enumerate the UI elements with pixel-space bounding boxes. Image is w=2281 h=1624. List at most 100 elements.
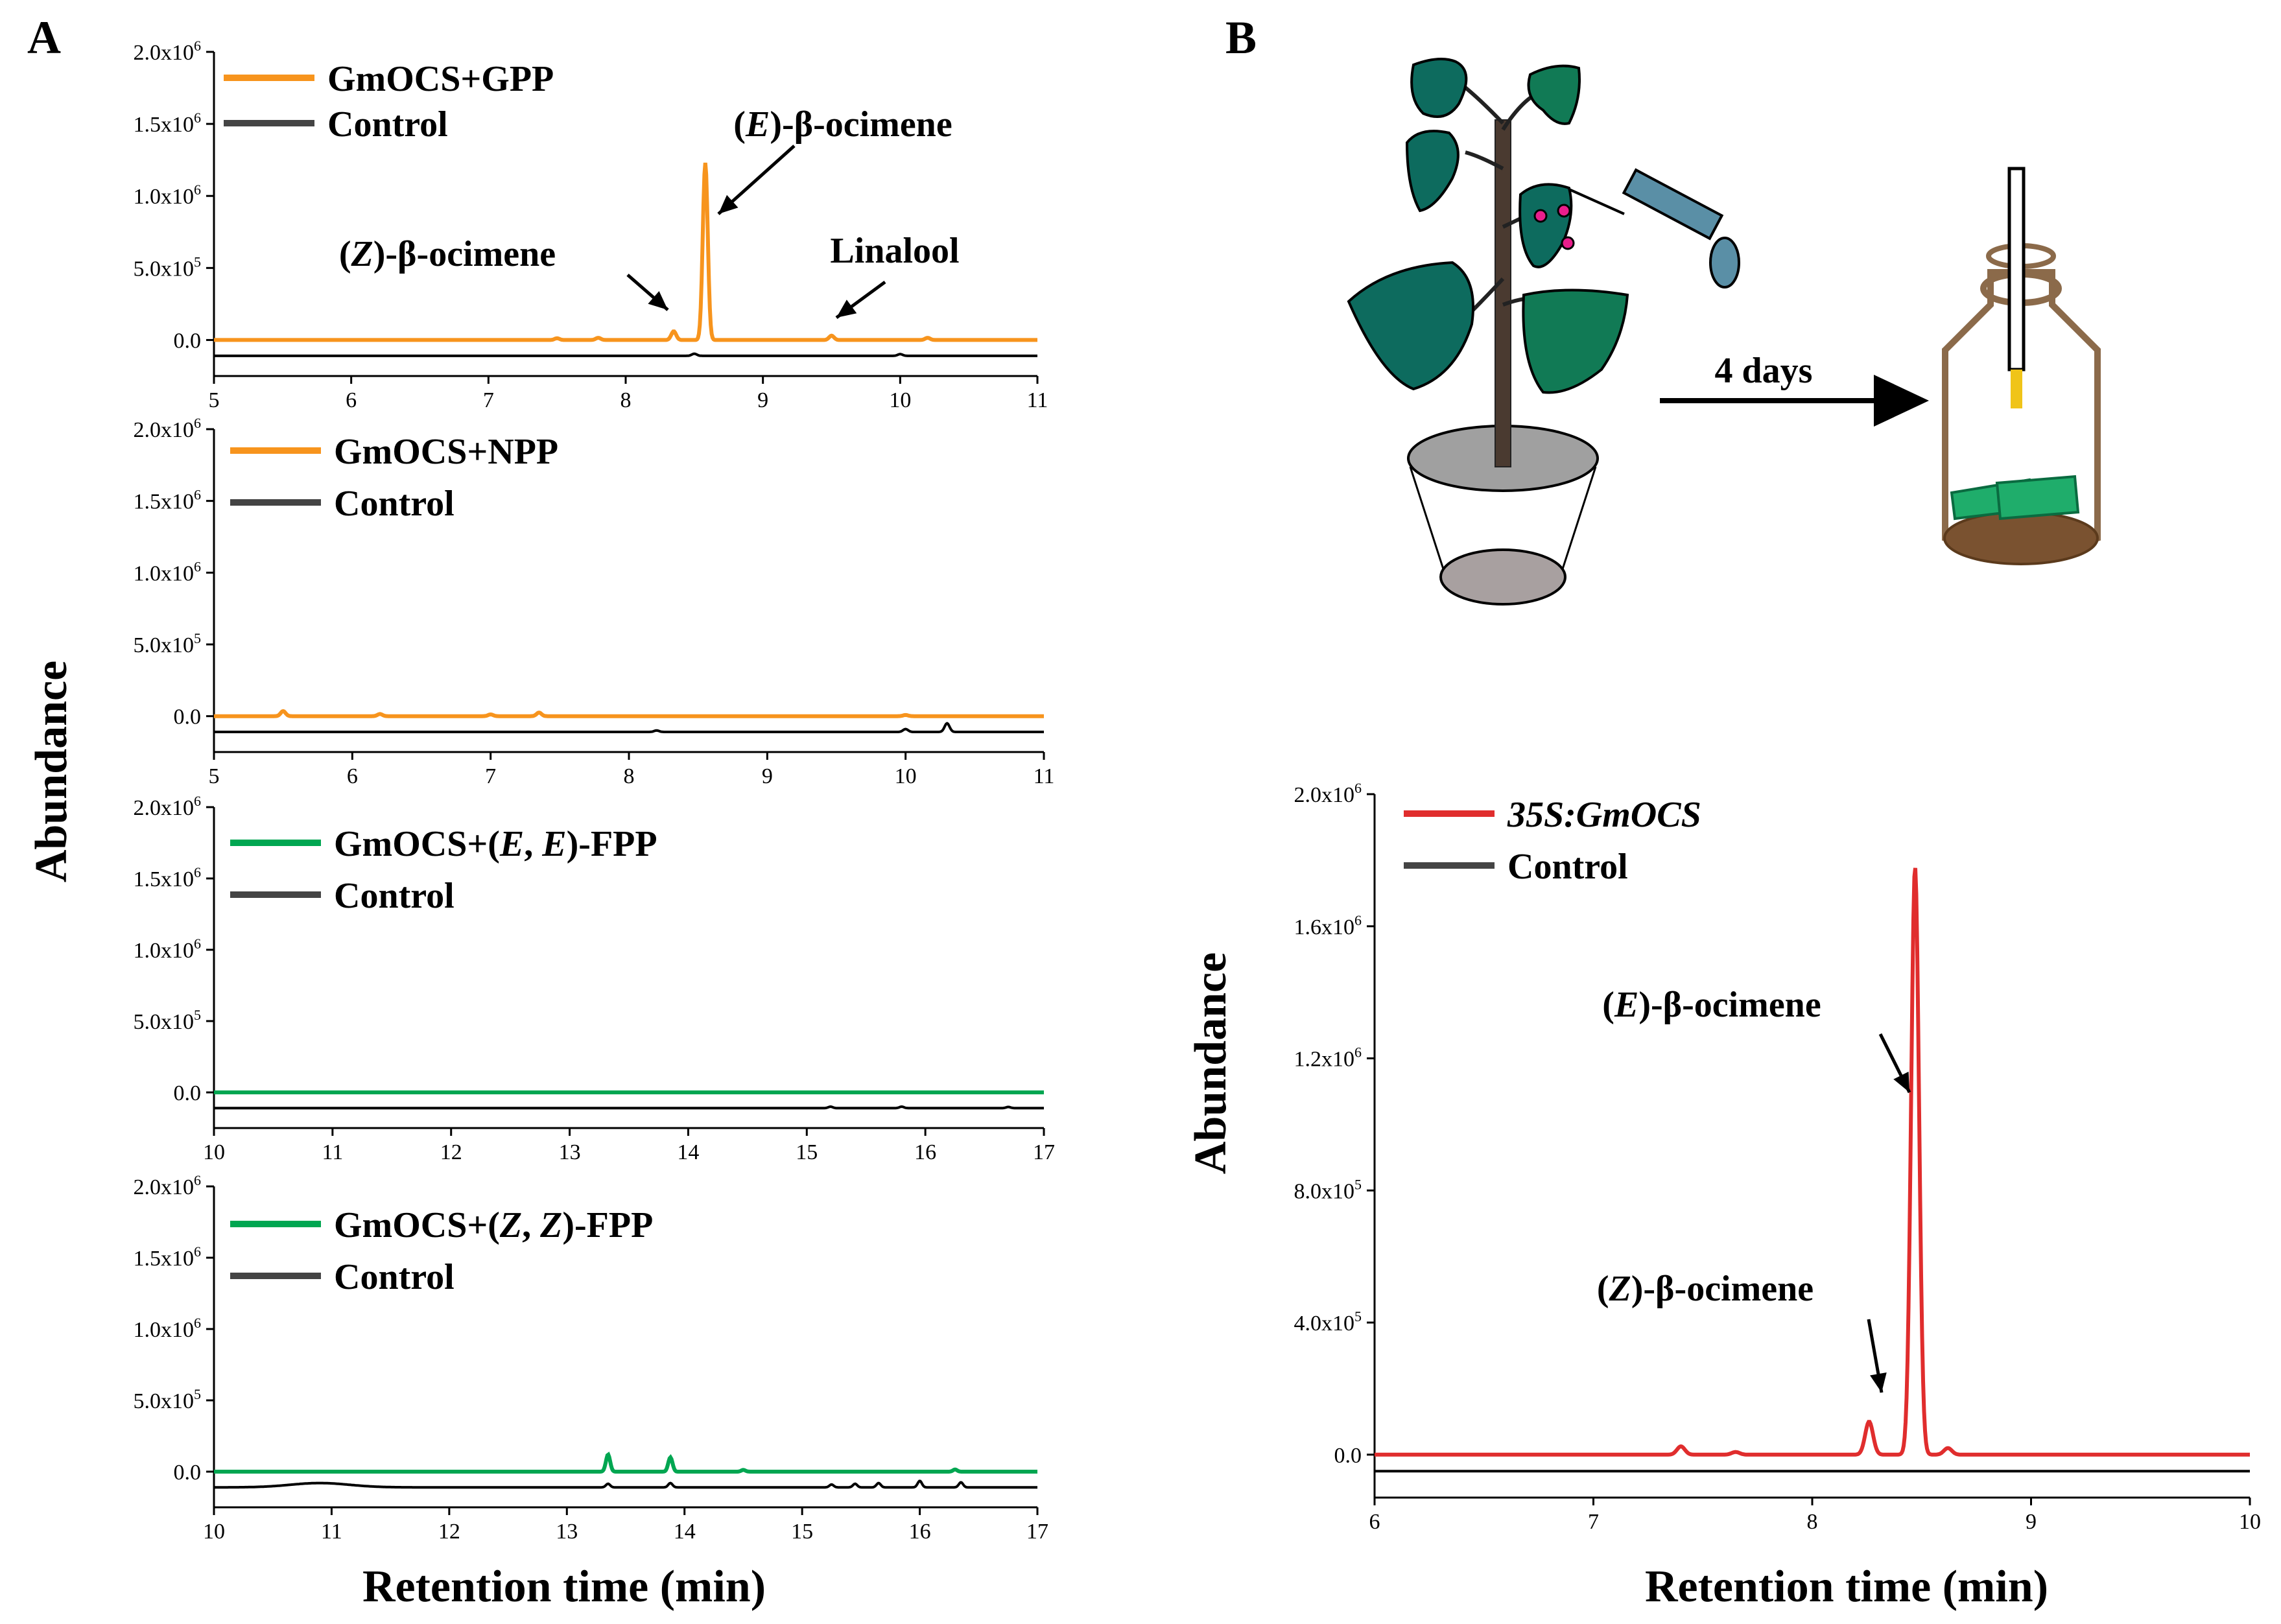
x-tick-label: 10 (895, 764, 917, 788)
x-tick-label: 6 (346, 388, 357, 412)
y-tick-label: 2.0x106 (134, 415, 202, 442)
series-line-sample (1375, 867, 2250, 1457)
y-tick-label: 4.0x105 (1294, 1308, 1362, 1336)
x-tick-label: 10 (2239, 1510, 2261, 1534)
x-tick-label: 17 (1033, 1140, 1055, 1164)
annotation-arrowhead (1870, 1372, 1887, 1393)
leaf (1527, 64, 1581, 125)
legend-label: GmOCS+NPP (334, 432, 558, 472)
x-tick-label: 15 (791, 1520, 813, 1544)
y-tick-label: 0.0 (174, 705, 202, 729)
y-tick-label: 0.0 (1334, 1444, 1362, 1468)
y-tick-label: 2.0x106 (134, 38, 202, 65)
pot-side-right (1559, 466, 1597, 578)
chart-B: 0.0 4.0x105 8.0x105 1.2x106 1.6x106 2.0x106 6 7… (1294, 780, 2262, 1534)
plant-injection-illustration: 4 days (1347, 58, 2101, 606)
leaf (1405, 130, 1460, 213)
legend-label: Control (1507, 847, 1628, 887)
syringe-icon (1568, 168, 1740, 288)
x-tick-label: 9 (757, 388, 768, 412)
process-arrowhead (1874, 375, 1929, 427)
y-tick-label: 0.0 (174, 1081, 202, 1105)
injection-dot (1533, 209, 1548, 223)
y-tick-label: 0.0 (174, 329, 202, 353)
y-tick-label: 1.2x106 (1294, 1044, 1362, 1072)
series-line-control (214, 352, 1037, 357)
leaf (1347, 261, 1474, 391)
x-tick-label: 5 (209, 764, 220, 788)
y-tick-label: 8.0x105 (1294, 1176, 1362, 1203)
annotation-arrowhead (718, 194, 739, 214)
x-tick-label: 8 (620, 388, 632, 412)
x-tick-label: 10 (203, 1520, 225, 1544)
y-tick-label: 1.5x106 (134, 1243, 202, 1271)
x-tick-label: 5 (209, 388, 220, 412)
y-tick-label: 1.0x106 (134, 936, 202, 963)
annotation-arrowhead (1893, 1072, 1909, 1092)
x-tick-label: 11 (321, 1520, 342, 1544)
y-tick-label: 1.0x106 (134, 1315, 202, 1342)
x-tick-label: 7 (483, 388, 494, 412)
panel-a-y-axis-label: Abundance (27, 661, 77, 882)
peak-annotation: (E)-β-ocimene (733, 104, 952, 145)
x-tick-label: 16 (909, 1520, 931, 1544)
x-tick-label: 7 (1588, 1510, 1599, 1534)
panel-b-letter: B (1225, 12, 1257, 64)
y-tick-label: 1.5x106 (134, 487, 202, 514)
x-tick-label: 11 (322, 1140, 343, 1164)
series-line-control (214, 1105, 1044, 1110)
x-tick-label: 12 (438, 1520, 460, 1544)
x-tick-label: 11 (1027, 388, 1048, 412)
branch (1465, 150, 1504, 171)
y-tick-label: 5.0x105 (134, 1386, 202, 1413)
process-arrow-label: 4 days (1715, 351, 1813, 391)
x-tick-label: 10 (203, 1140, 225, 1164)
pot-base (1439, 548, 1566, 606)
y-tick-label: 5.0x105 (134, 1007, 202, 1034)
x-tick-label: 14 (677, 1140, 699, 1164)
series-line-sample (214, 162, 1037, 342)
x-tick-label: 10 (889, 388, 911, 412)
x-tick-label: 6 (1369, 1510, 1380, 1534)
x-tick-label: 8 (1807, 1510, 1818, 1534)
y-tick-label: 2.0x106 (134, 793, 202, 820)
leaf (1522, 288, 1629, 394)
legend-label: Control (327, 104, 448, 145)
series-line-sample (214, 709, 1044, 718)
peak-annotation: (Z)-β-ocimene (339, 234, 556, 274)
x-tick-label: 7 (485, 764, 496, 788)
legend-label: 35S:GmOCS (1507, 795, 1701, 835)
spme-fiber (2007, 167, 2026, 408)
legend-label: GmOCS+(E, E)-FPP (334, 824, 657, 864)
panel-b-y-axis-label: Abundance (1186, 952, 1236, 1174)
panel-a-x-axis-label: Retention time (min) (362, 1562, 766, 1612)
y-tick-label: 1.0x106 (134, 558, 202, 585)
injection-dot (1557, 204, 1571, 218)
series-line-sample (214, 1452, 1037, 1474)
y-tick-label: 1.5x106 (134, 110, 202, 137)
y-tick-label: 1.6x106 (1294, 912, 1362, 939)
peak-annotation: (E)-β-ocimene (1602, 985, 1821, 1025)
series-line-control (214, 722, 1044, 733)
y-tick-label: 5.0x105 (134, 253, 202, 281)
x-tick-label: 16 (914, 1140, 936, 1164)
legend-label: Control (334, 1257, 455, 1297)
peak-annotation: Linalool (830, 231, 959, 271)
legend-label: Control (334, 876, 455, 916)
leaf (1410, 58, 1468, 118)
annotation-arrowhead (836, 300, 857, 318)
x-tick-label: 12 (440, 1140, 462, 1164)
x-tick-label: 6 (347, 764, 358, 788)
x-tick-label: 15 (796, 1140, 818, 1164)
y-tick-label: 0.0 (174, 1461, 202, 1485)
x-tick-label: 9 (762, 764, 773, 788)
x-tick-label: 14 (674, 1520, 696, 1544)
peak-annotation: (Z)-β-ocimene (1597, 1269, 1814, 1309)
y-tick-label: 2.0x106 (134, 1172, 202, 1199)
y-tick-label: 2.0x106 (1294, 780, 1362, 807)
series-line-control (214, 1479, 1037, 1489)
